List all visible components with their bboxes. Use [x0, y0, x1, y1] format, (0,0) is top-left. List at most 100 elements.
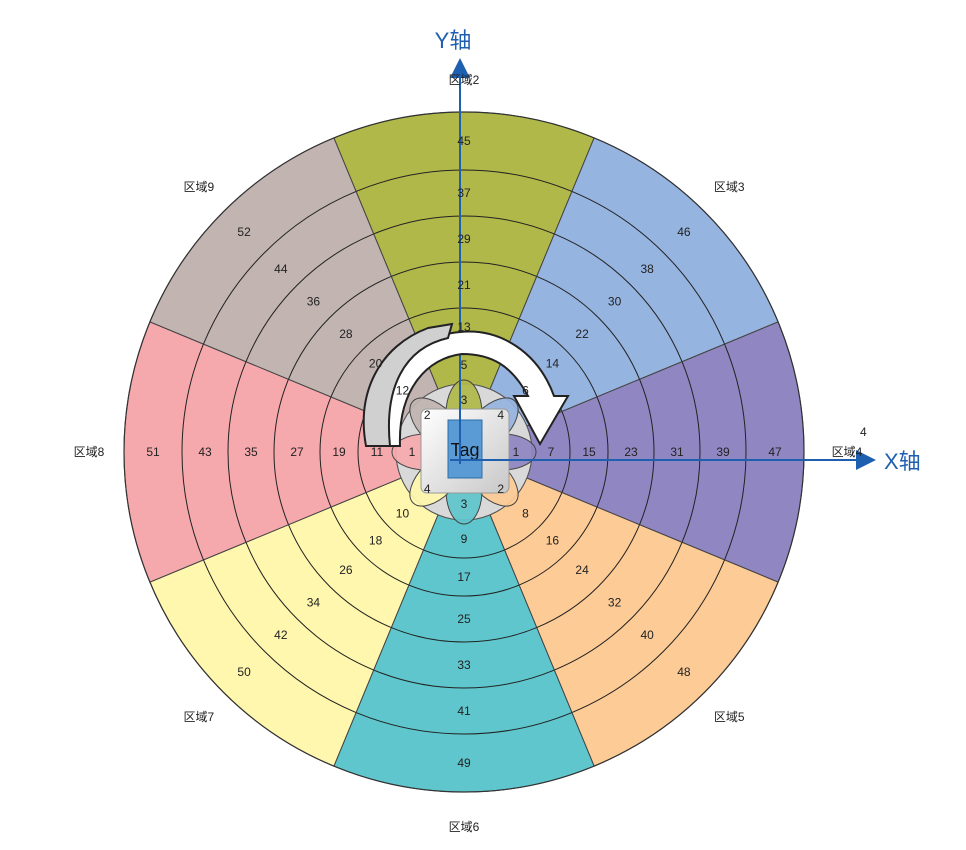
- center-number: 4: [497, 408, 504, 422]
- ring-arc: [681, 361, 701, 543]
- cell-number: 23: [624, 445, 638, 459]
- ring-arc: [518, 506, 598, 586]
- ring-arc: [181, 343, 204, 561]
- cell-number: 41: [457, 704, 471, 718]
- cell-number: 35: [244, 445, 258, 459]
- rotation-arrow-left: [362, 322, 454, 447]
- center-number: 3: [461, 497, 468, 511]
- ring-arc: [561, 411, 571, 493]
- region-label: 区域6: [449, 820, 480, 834]
- cell-number: 43: [198, 445, 212, 459]
- ring-arc: [330, 506, 410, 586]
- ring-arc: [355, 712, 573, 735]
- region-label: 区域5: [714, 710, 745, 724]
- region-label: 区域3: [714, 180, 745, 194]
- cell-number: 21: [457, 278, 471, 292]
- cell-number: 37: [457, 186, 471, 200]
- cell-number: 6: [522, 383, 529, 397]
- ring-arc: [536, 524, 640, 628]
- cell-number: 31: [670, 445, 684, 459]
- cell-number: 29: [457, 232, 471, 246]
- cell-number: 44: [274, 262, 288, 276]
- center-number: 4: [424, 482, 431, 496]
- center-number: 2: [424, 408, 431, 422]
- cell-number: 27: [290, 445, 304, 459]
- cell-number: 50: [237, 665, 251, 679]
- ring-arc: [288, 524, 392, 628]
- ring-arc: [518, 318, 598, 398]
- rotation-arrows: [362, 322, 570, 447]
- tag-chip: [447, 419, 483, 479]
- cell-number: 25: [457, 612, 471, 626]
- cell-number: 42: [274, 628, 288, 642]
- tag-label: Tag: [450, 440, 479, 460]
- cell-number: 7: [548, 445, 555, 459]
- cell-number: 12: [396, 383, 410, 397]
- ring-arc: [724, 343, 747, 561]
- ring-arc: [408, 307, 520, 320]
- region-label: 区域4: [832, 445, 863, 459]
- cell-number: 47: [768, 445, 782, 459]
- cell-number: 46: [677, 225, 691, 239]
- cell-number: 24: [575, 563, 589, 577]
- cell-number: 19: [332, 445, 346, 459]
- sector-rings: [123, 111, 805, 793]
- cell-number: 26: [339, 563, 353, 577]
- cell-number: 16: [546, 533, 560, 547]
- cell-number: 32: [608, 596, 622, 610]
- region-label: 区域8: [74, 445, 105, 459]
- ring-arc: [391, 261, 537, 277]
- cell-number: 13: [457, 320, 471, 334]
- ring-arc: [391, 627, 537, 643]
- ring-arc: [408, 584, 520, 597]
- cell-number: 15: [582, 445, 596, 459]
- cell-number: 51: [146, 445, 160, 459]
- cell-number: 40: [640, 628, 654, 642]
- ring-arc: [203, 559, 357, 713]
- cell-number: 14: [546, 357, 560, 371]
- outer-rim: [123, 111, 805, 793]
- cell-number: 11: [371, 445, 384, 459]
- region-label: 区域2: [449, 73, 480, 87]
- ring-arc: [245, 542, 374, 671]
- ring-arc: [639, 379, 655, 525]
- ring-arc: [365, 492, 424, 551]
- x-axis-label: X轴: [884, 449, 921, 474]
- cell-number: 48: [677, 665, 691, 679]
- ring-arc: [227, 361, 247, 543]
- cell-number: 45: [457, 134, 471, 148]
- ring-arc: [245, 233, 374, 362]
- ring-arc: [203, 191, 357, 345]
- center-number: 2: [497, 482, 504, 496]
- cell-number: 34: [307, 596, 321, 610]
- cell-number: 30: [608, 294, 622, 308]
- ring-arc: [596, 396, 609, 508]
- cell-number: 49: [457, 756, 471, 770]
- ring-arc: [330, 318, 410, 398]
- cell-number: 39: [716, 445, 730, 459]
- ring-arc: [288, 276, 392, 380]
- center-number: 3: [461, 393, 468, 407]
- cell-number: 18: [369, 533, 383, 547]
- y-axis-label: Y轴: [435, 28, 472, 53]
- ring-arc: [554, 542, 683, 671]
- ring-arc: [373, 669, 555, 689]
- ring-arc: [273, 379, 289, 525]
- cell-number: 9: [461, 532, 468, 546]
- ring-arc: [504, 492, 563, 551]
- center-number: 1: [409, 445, 416, 459]
- cell-number: 8: [522, 507, 529, 521]
- cell-number: 33: [457, 658, 471, 672]
- stray-label: 4: [860, 425, 867, 439]
- cell-number: 36: [307, 294, 321, 308]
- ring-arc: [319, 396, 332, 508]
- ring-arc: [423, 549, 505, 559]
- cell-number: 10: [396, 507, 410, 521]
- ring-arc: [571, 191, 725, 345]
- cell-number: 52: [237, 225, 251, 239]
- axes: [450, 58, 876, 470]
- ring-arc: [554, 233, 683, 362]
